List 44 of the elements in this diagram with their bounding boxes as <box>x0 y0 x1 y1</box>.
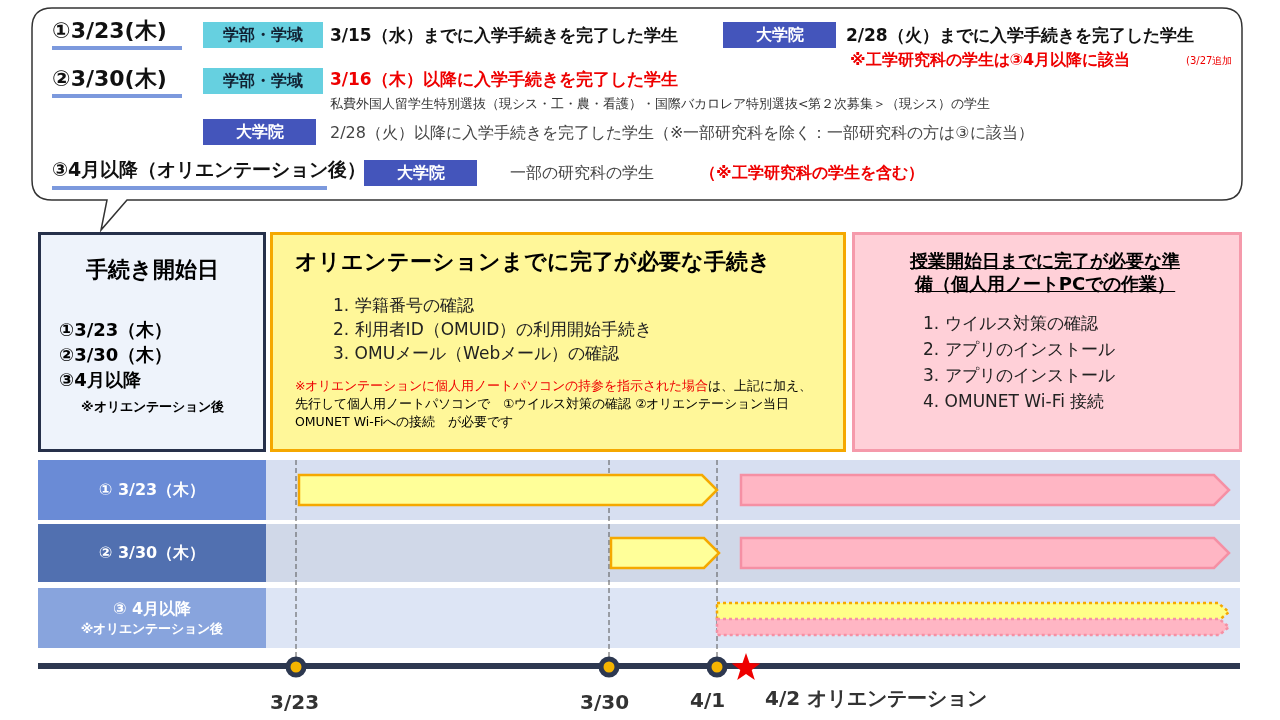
date-label: 4/2 オリエンテーション <box>765 686 988 710</box>
row-title: ③ 4月以降 <box>112 598 192 620</box>
list-item: 1. 学籍番号の確認 <box>333 295 474 316</box>
category-tag: 大学院 <box>723 22 836 48</box>
description-text: 2/28（火）以降に入学手続きを完了した学生（※一部研究科を除く：一部研究科の方は③に該当） <box>330 123 1034 143</box>
row-label <box>38 588 266 648</box>
date-heading: ①3/23(木) <box>52 18 167 45</box>
description-text: ※工学研究科の学生は③4月以降に該当 <box>850 50 1131 70</box>
box-heading: 授業開始日までに完了が必要な準備（個人用ノートPCでの作業） <box>909 249 1181 296</box>
content-box <box>270 232 846 452</box>
note-text: ※オリエンテーションに個人用ノートパソコンの持参を指示された場合は、上記に加え、先行して個人用ノートパソコンで ①ウイルス対策の確認 ②オリエンテーション当日 OMUNET Wi-Fiへの接続 が必要です <box>295 377 814 432</box>
date-heading: ②3/30(木) <box>52 66 167 93</box>
note-text: ※オリエンテーション後 <box>80 619 224 638</box>
date-label: 4/1 <box>690 688 726 712</box>
content-box <box>38 232 266 452</box>
list-item: 2. アプリのインストール <box>923 339 1115 360</box>
date-label: 3/23 <box>270 690 320 714</box>
content-box <box>852 232 1242 452</box>
row-label <box>38 460 266 520</box>
row-title: ② 3/30（木） <box>98 542 206 564</box>
box-heading: オリエンテーションまでに完了が必要な手続き <box>295 249 771 276</box>
note-text: (3/27追加 <box>1186 55 1233 67</box>
list-item: 3. アプリのインストール <box>923 365 1115 386</box>
description-text: （※工学研究科の学生を含む） <box>700 163 924 183</box>
list-item: 3. OMUメール（Webメール）の確認 <box>333 343 620 364</box>
row-title: ① 3/23（木） <box>98 479 206 501</box>
list-item: 4. OMUNET Wi-Fi 接続 <box>923 391 1105 412</box>
description-text: 3/15（水）までに入学手続きを完了した学生 <box>330 25 678 46</box>
list-item: 2. 利用者ID（OMUID）の利用開始手続き <box>333 319 653 340</box>
description-text: 2/28（火）までに入学手続きを完了した学生 <box>846 25 1194 46</box>
category-tag: 大学院 <box>203 119 316 145</box>
category-tag: 学部・学域 <box>203 68 323 94</box>
box-heading: 手続き開始日 <box>84 257 220 284</box>
category-tag: 学部・学域 <box>203 22 323 48</box>
description-text: 私費外国人留学生特別選抜（現シス・工・農・看護）・国際バカロレア特別選抜<第２次募集＞（現シス）の学生 <box>330 96 991 111</box>
row-label <box>38 524 266 582</box>
date-heading: ③4月以降（オリエンテーション後） <box>52 158 367 181</box>
description-text: 一部の研究科の学生 <box>510 163 654 183</box>
description-text: 3/16（木）以降に入学手続きを完了した学生 <box>330 69 678 90</box>
list-item: 1. ウイルス対策の確認 <box>923 313 1098 334</box>
date-list: ①3/23（木） ②3/30（木） ③4月以降 <box>59 317 184 393</box>
date-list: ※オリエンテーション後 <box>81 399 224 415</box>
date-label: 3/30 <box>580 690 630 714</box>
category-tag: 大学院 <box>364 160 477 186</box>
